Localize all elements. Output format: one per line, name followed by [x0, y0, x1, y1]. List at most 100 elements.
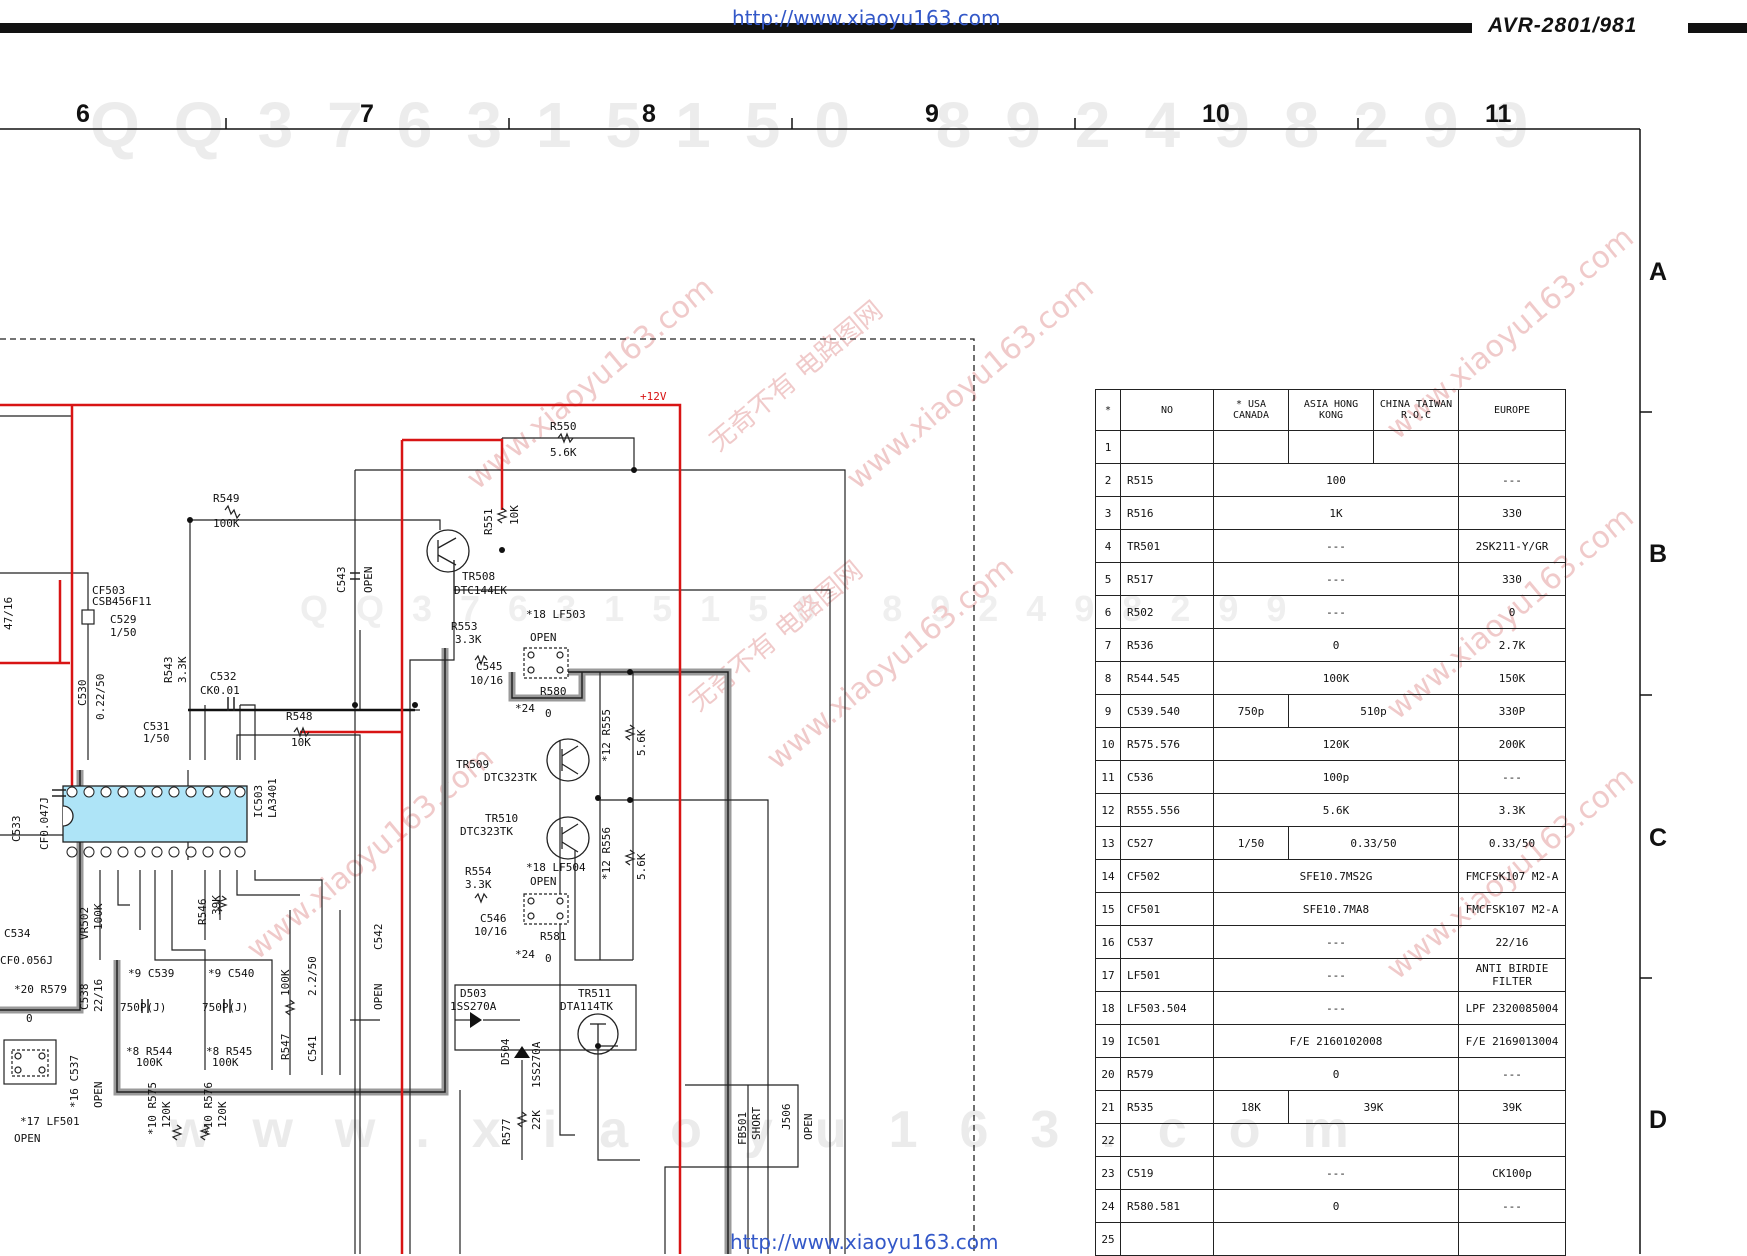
svg-text:*10 R576: *10 R576: [202, 1082, 215, 1135]
table-cell-europe: ---: [1458, 1057, 1566, 1091]
resistor-symbols: [171, 432, 636, 1141]
grid-col-10: 10: [1202, 100, 1230, 128]
svg-text:1/50: 1/50: [143, 732, 170, 745]
svg-text:TR508: TR508: [462, 570, 495, 583]
svg-text:C533: C533: [10, 816, 23, 843]
svg-text:C530: C530: [76, 680, 89, 707]
table-cell-no: R517: [1120, 562, 1214, 596]
svg-text:0.22/50: 0.22/50: [94, 674, 107, 720]
header-asia: ASIA HONG KONG: [1288, 389, 1374, 431]
svg-text:100K: 100K: [279, 969, 292, 996]
column-ticks: [225, 118, 1652, 979]
resonator-cf503: [81, 609, 95, 625]
diode-d504: [514, 1046, 530, 1058]
table-row: 1: [1095, 430, 1566, 464]
svg-text:3.3K: 3.3K: [176, 656, 189, 683]
svg-text:5.6K: 5.6K: [550, 446, 577, 459]
table-cell-usa: [1213, 1123, 1459, 1157]
grid-row-c: C: [1649, 824, 1668, 852]
svg-text:CF0.047J: CF0.047J: [38, 797, 51, 850]
junctions: [187, 467, 637, 1049]
svg-text:C543: C543: [335, 567, 348, 594]
header-bar-left: [0, 23, 1472, 33]
table-cell-usa: SFE10.7MS2G: [1213, 859, 1459, 893]
svg-text:39K: 39K: [210, 895, 223, 915]
table-cell-idx: 11: [1095, 760, 1121, 794]
table-cell-usa: 120K: [1213, 727, 1459, 761]
svg-text:10K: 10K: [291, 736, 311, 749]
header-europe: EUROPE: [1458, 389, 1566, 431]
svg-text:*8 R544: *8 R544: [126, 1045, 173, 1058]
svg-text:J506: J506: [780, 1104, 793, 1131]
svg-text:*16 C537: *16 C537: [68, 1055, 81, 1108]
svg-text:TR510: TR510: [485, 812, 518, 825]
svg-text:1SS270A: 1SS270A: [450, 1000, 497, 1013]
table-cell-idx: 17: [1095, 958, 1121, 992]
svg-text:3.3K: 3.3K: [455, 633, 482, 646]
table-cell-europe: 330: [1458, 496, 1566, 530]
header-china: CHINA TAIWAN R.O.C: [1373, 389, 1459, 431]
svg-text:DTC323TK: DTC323TK: [460, 825, 513, 838]
table-cell-no: R555.556: [1120, 793, 1214, 827]
table-cell-china: [1373, 430, 1459, 464]
svg-text:IC503: IC503: [252, 785, 265, 818]
table-cell-no: R516: [1120, 496, 1214, 530]
table-cell-idx: 3: [1095, 496, 1121, 530]
table-cell-europe: LPF 2320085004: [1458, 991, 1566, 1025]
table-cell-idx: 9: [1095, 694, 1121, 728]
filter-lf501: [3, 1039, 57, 1085]
table-cell-usa: 1/50: [1213, 826, 1289, 860]
grid-col-11: 11: [1485, 100, 1512, 128]
table-row: 22: [1095, 1123, 1566, 1157]
table-cell-europe: 2.7K: [1458, 628, 1566, 662]
signal-path: [0, 648, 732, 1254]
svg-text:100K: 100K: [136, 1056, 163, 1069]
svg-text:DTA114TK: DTA114TK: [560, 1000, 613, 1013]
table-cell-no: CF501: [1120, 892, 1214, 926]
table-cell-europe: F/E 2169013004: [1458, 1024, 1566, 1058]
svg-text:C531: C531: [143, 720, 170, 733]
svg-text:R550: R550: [550, 420, 577, 433]
model-title: AVR-2801/981: [1488, 14, 1638, 37]
svg-text:C542: C542: [372, 924, 385, 951]
table-cell-usa: 100K: [1213, 661, 1459, 695]
svg-text:OPEN: OPEN: [14, 1132, 41, 1145]
table-cell-asia: [1288, 430, 1374, 464]
table-cell-no: R515: [1120, 463, 1214, 497]
svg-text:*20 R579: *20 R579: [14, 983, 67, 996]
url-bottom[interactable]: http://www.xiaoyu163.com: [730, 1230, 999, 1254]
table-cell-no: LF503.504: [1120, 991, 1214, 1025]
svg-text:C538: C538: [78, 984, 91, 1011]
svg-text:1/50: 1/50: [110, 626, 137, 639]
table-cell-no: C539.540: [1120, 694, 1214, 728]
table-cell-usa: ---: [1213, 529, 1459, 563]
table-cell-no: C519: [1120, 1156, 1214, 1190]
svg-text:47/16: 47/16: [2, 597, 15, 630]
table-cell-no: TR501: [1120, 529, 1214, 563]
url-top[interactable]: http://www.xiaoyu163.com: [732, 6, 1001, 30]
table-cell-no: C537: [1120, 925, 1214, 959]
table-cell-europe: 0: [1458, 595, 1566, 629]
table-cell-usa: SFE10.7MA8: [1213, 892, 1459, 926]
grid-col-6: 6: [76, 100, 90, 128]
table-cell-no: [1120, 430, 1214, 464]
svg-text:10/16: 10/16: [474, 925, 507, 938]
svg-text:R546: R546: [196, 899, 209, 926]
table-cell-europe: 39K: [1458, 1090, 1566, 1124]
table-cell-idx: 20: [1095, 1057, 1121, 1091]
svg-text:C546: C546: [480, 912, 507, 925]
svg-text:*10 R575: *10 R575: [146, 1082, 159, 1135]
table-cell-europe: [1458, 430, 1566, 464]
svg-text:DTC144EK: DTC144EK: [454, 584, 507, 597]
